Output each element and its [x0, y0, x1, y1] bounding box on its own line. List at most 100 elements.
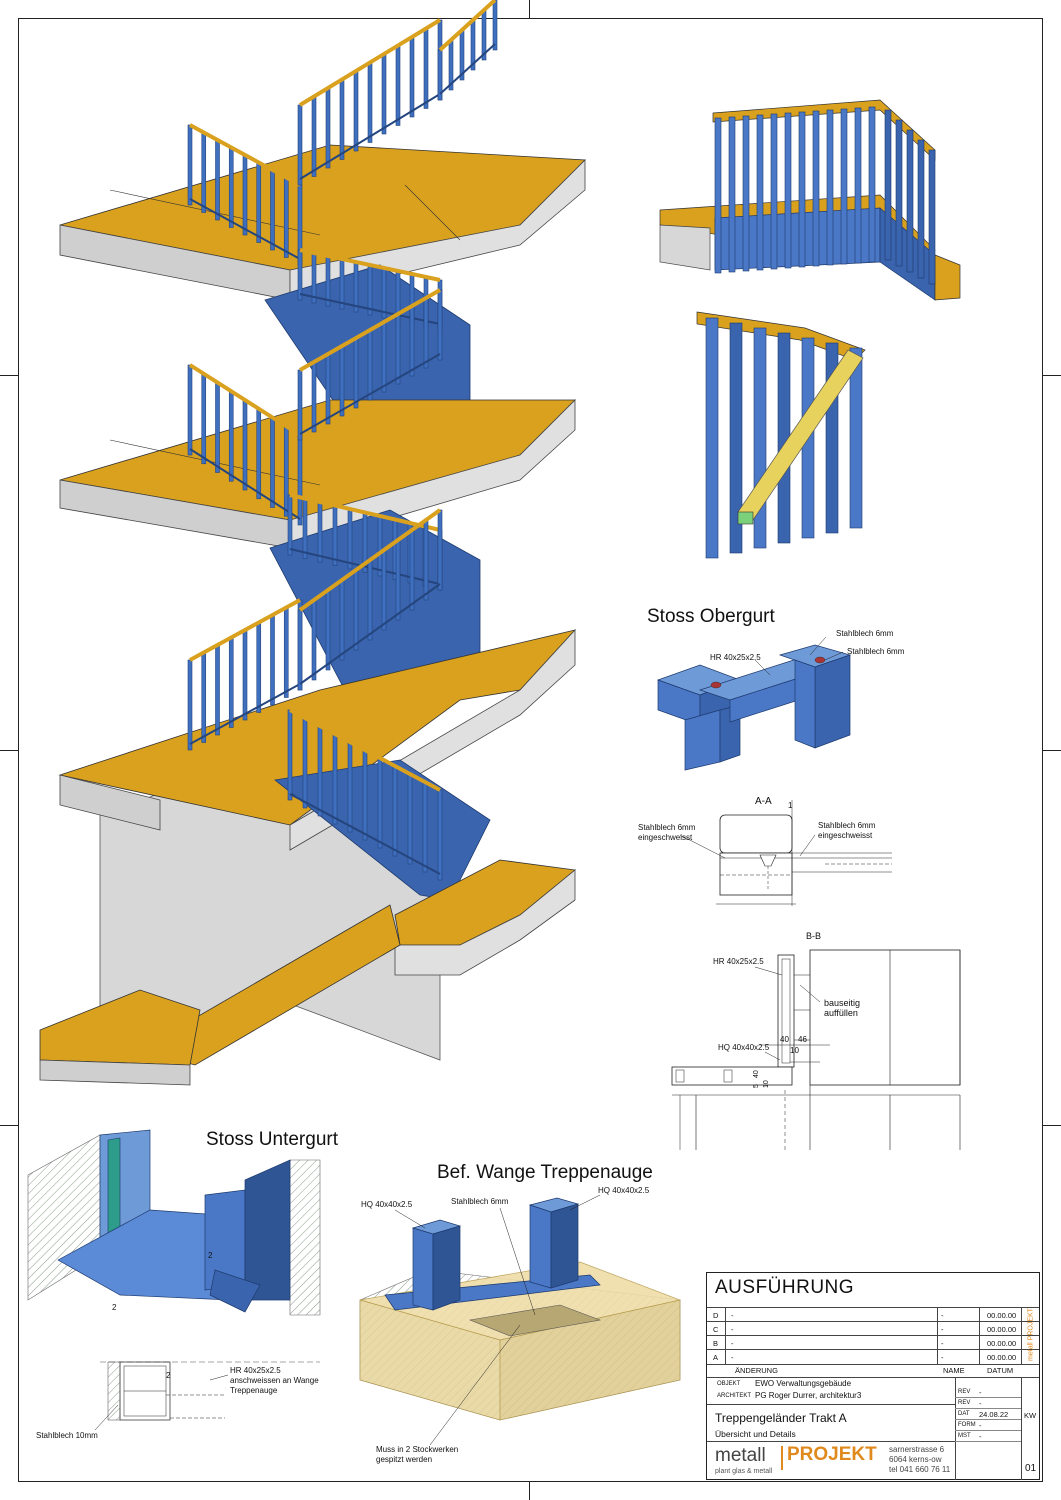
revision-row: D--00.00.00 — [707, 1307, 1039, 1322]
baluster — [287, 709, 293, 801]
drawing-title: Treppengeländer Trakt A — [715, 1411, 847, 1425]
aa-left-note-1: Stahlblech 6mm — [638, 823, 696, 832]
revision-text: - — [731, 1353, 734, 1362]
head-date: DATUM — [987, 1366, 1014, 1375]
baluster — [756, 114, 764, 271]
baluster — [256, 162, 262, 243]
baluster — [812, 110, 820, 267]
baluster — [187, 124, 193, 206]
baluster — [297, 434, 303, 526]
baluster — [437, 789, 443, 881]
aa-left-note-2: eingeschweisst — [638, 833, 693, 842]
revision-name: - — [941, 1325, 944, 1334]
railings — [187, 0, 498, 881]
untergurt-section-marker: 2 — [166, 1371, 171, 1380]
top-rail — [189, 123, 301, 187]
architekt-label: ARCHITEKT — [717, 1393, 752, 1399]
kw-label: KW — [1024, 1411, 1037, 1420]
baluster — [339, 79, 345, 160]
baluster — [325, 589, 331, 671]
landing-level-2 — [59, 399, 576, 549]
section-aa-marker: 1 — [788, 801, 793, 810]
baluster — [884, 109, 892, 261]
baluster — [362, 749, 368, 841]
baluster — [228, 390, 234, 482]
baluster — [437, 289, 443, 361]
baluster — [283, 177, 289, 258]
meta-label: REV — [958, 1400, 971, 1406]
top-rail — [438, 0, 497, 52]
railing-3b — [297, 508, 443, 691]
head-name: NAME — [943, 1366, 965, 1375]
stoss-untergurt-title: Stoss Untergurt — [206, 1129, 339, 1150]
baluster — [339, 345, 345, 417]
baluster — [367, 559, 373, 641]
revision-text: - — [731, 1339, 734, 1348]
baluster — [270, 417, 275, 508]
baluster — [928, 149, 936, 285]
baluster — [849, 347, 863, 529]
baluster — [317, 501, 323, 563]
baluster — [317, 725, 323, 817]
revision-text: - — [731, 1325, 734, 1334]
address-line-1: sarnerstrasse 6 — [889, 1445, 945, 1454]
baluster — [392, 765, 398, 857]
baluster — [242, 154, 248, 236]
side-brand-strip: metall PROJEKT — [1025, 1301, 1037, 1377]
baluster — [423, 519, 429, 601]
revision-letter: D — [713, 1311, 719, 1320]
bb-dim-5: 5 — [753, 1084, 760, 1088]
baluster — [868, 106, 876, 263]
baluster — [407, 773, 413, 865]
brand-metall: metall — [715, 1445, 766, 1466]
baluster — [339, 579, 345, 661]
baluster — [283, 425, 289, 517]
railing-2a — [187, 363, 303, 526]
baluster — [381, 267, 387, 319]
revision-letter: A — [713, 1353, 719, 1362]
section-bb-title: B-B — [806, 931, 821, 941]
sheet-frame — [18, 18, 1043, 1482]
baluster — [367, 62, 373, 143]
baluster — [347, 508, 353, 570]
baluster — [367, 264, 373, 316]
revision-text: - — [731, 1311, 734, 1320]
top-rail — [299, 288, 441, 372]
top-rail — [298, 18, 442, 107]
baluster — [895, 119, 903, 267]
meta-value: - — [979, 1432, 982, 1441]
address-line-3: tel 041 660 76 11 — [889, 1465, 951, 1474]
section-b-b: B-B 40 46 10 5 40 10 — [671, 931, 961, 1150]
untergurt-note-1: anschweissen an Wange — [230, 1376, 319, 1385]
revision-date: 00.00.00 — [987, 1311, 1017, 1320]
baluster — [917, 139, 925, 279]
baluster — [325, 353, 331, 425]
handrail-detail-view — [696, 311, 866, 559]
baluster — [437, 509, 443, 591]
wange-hq-right-label: HQ 40x40x2.5 — [598, 1186, 650, 1195]
untergurt-marker-1: 2 — [208, 1251, 213, 1260]
railing-1c — [437, 0, 498, 101]
revision-letter: B — [713, 1339, 719, 1348]
baluster — [201, 132, 207, 213]
baluster — [215, 382, 220, 473]
baluster — [728, 116, 736, 273]
baluster — [381, 53, 387, 135]
baluster — [297, 369, 303, 441]
baluster — [242, 399, 248, 491]
baluster — [256, 408, 262, 500]
baluster — [798, 111, 806, 268]
baluster — [215, 644, 220, 736]
railing-1a — [187, 123, 303, 266]
railing-2b — [297, 288, 443, 441]
baluster — [242, 629, 248, 721]
meta-value: - — [979, 1399, 982, 1408]
baluster — [347, 741, 353, 833]
top-rail — [189, 598, 301, 662]
baluster — [311, 599, 317, 681]
revision-row: A--00.00.00 — [707, 1349, 1039, 1364]
landing-level-3 — [58, 628, 577, 851]
baluster — [409, 529, 415, 611]
